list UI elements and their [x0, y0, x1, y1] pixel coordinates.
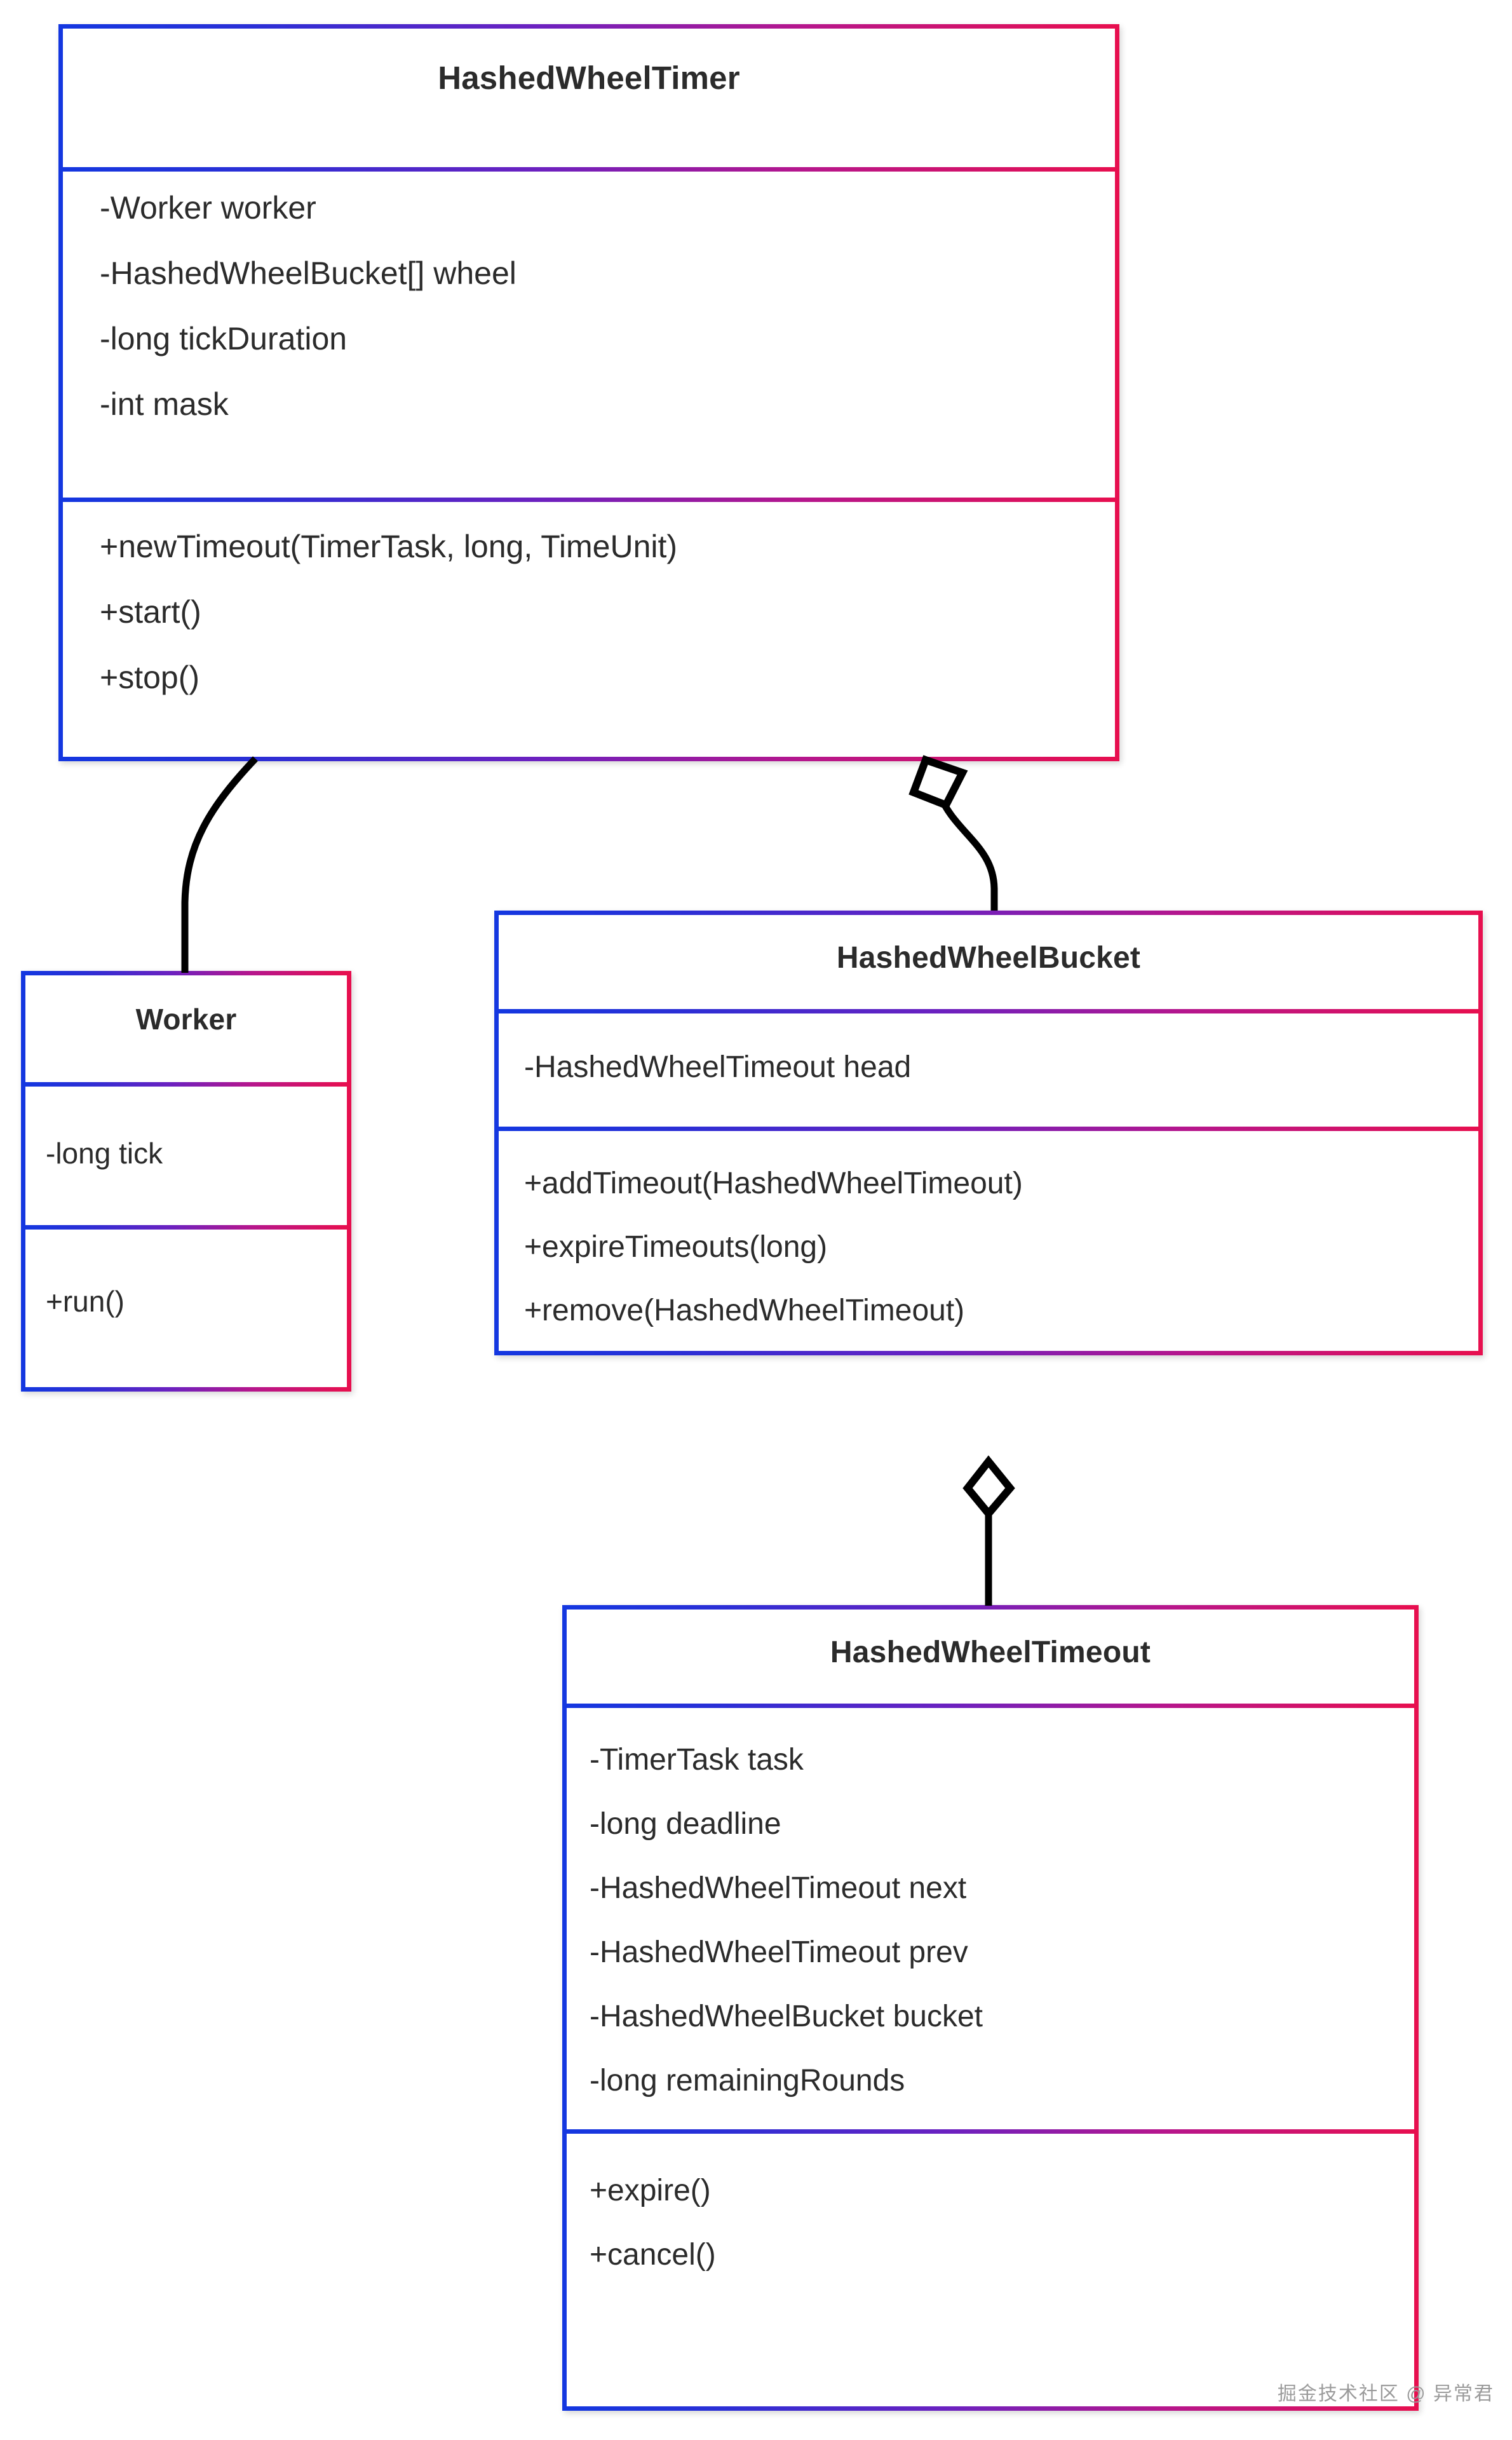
attribute-row: -HashedWheelBucket[] wheel — [100, 255, 516, 291]
operation-row: +start() — [100, 594, 201, 630]
class-title-section: HashedWheelTimeout — [567, 1610, 1414, 1704]
class-attributes-section: -HashedWheelTimeout head — [499, 1009, 1478, 1127]
class-box-hashed-wheel-bucket[interactable]: HashedWheelBucket -HashedWheelTimeout he… — [494, 911, 1483, 1355]
class-box-worker[interactable]: Worker -long tick +run() — [21, 971, 351, 1392]
class-name-hashed-wheel-timeout: HashedWheelTimeout — [830, 1636, 1151, 1669]
attribute-row: -long tickDuration — [100, 321, 348, 356]
attribute-row: -HashedWheelTimeout head — [524, 1050, 912, 1084]
operation-row: +cancel() — [590, 2238, 716, 2272]
aggregation-diamond-icon — [908, 755, 968, 810]
attribute-row: -long deadline — [590, 1807, 781, 1841]
watermark-text: 掘金技术社区 @ 异常君 — [1277, 2383, 1494, 2404]
attribute-row: -long remainingRounds — [590, 2064, 905, 2098]
operation-row: +expireTimeouts(long) — [524, 1230, 828, 1264]
operation-row: +stop() — [100, 660, 200, 695]
class-attributes-section: -long tick — [25, 1082, 347, 1225]
class-attributes-section: -TimerTask task -long deadline -HashedWh… — [567, 1704, 1414, 2129]
attribute-row: -HashedWheelTimeout next — [590, 1871, 967, 1905]
attribute-row: -Worker worker — [100, 190, 316, 226]
class-operations-section: +newTimeout(TimerTask, long, TimeUnit) +… — [63, 498, 1115, 757]
operation-row: +remove(HashedWheelTimeout) — [524, 1294, 965, 1327]
class-title-section: Worker — [25, 975, 347, 1082]
class-box-hashed-wheel-timer[interactable]: HashedWheelTimer -Worker worker -HashedW… — [58, 24, 1119, 761]
class-name-worker: Worker — [135, 1003, 237, 1036]
attribute-row: -HashedWheelTimeout prev — [590, 1935, 968, 1969]
class-operations-section: +expire() +cancel() — [567, 2129, 1414, 2411]
class-name-hashed-wheel-timer: HashedWheelTimer — [438, 60, 740, 96]
class-title-section: HashedWheelTimer — [63, 29, 1115, 167]
class-name-hashed-wheel-bucket: HashedWheelBucket — [836, 941, 1141, 975]
attribute-row: -long tick — [46, 1137, 163, 1170]
attribute-row: -TimerTask task — [590, 1743, 804, 1777]
class-operations-section: +addTimeout(HashedWheelTimeout) +expireT… — [499, 1127, 1478, 1355]
operation-row: +expire() — [590, 2174, 711, 2207]
connector-timer-worker — [181, 756, 258, 973]
attribute-row: -int mask — [100, 386, 229, 422]
class-attributes-section: -Worker worker -HashedWheelBucket[] whee… — [63, 167, 1115, 498]
connector-timer-bucket — [935, 791, 998, 911]
operation-row: +run() — [46, 1285, 125, 1318]
aggregation-diamond-icon — [962, 1455, 1015, 1520]
operation-row: +newTimeout(TimerTask, long, TimeUnit) — [100, 529, 678, 564]
class-operations-section: +run() — [25, 1225, 347, 1392]
operation-row: +addTimeout(HashedWheelTimeout) — [524, 1167, 1023, 1200]
class-box-hashed-wheel-timeout[interactable]: HashedWheelTimeout -TimerTask task -long… — [562, 1605, 1419, 2411]
attribute-row: -HashedWheelBucket bucket — [590, 2000, 983, 2033]
class-title-section: HashedWheelBucket — [499, 915, 1478, 1009]
